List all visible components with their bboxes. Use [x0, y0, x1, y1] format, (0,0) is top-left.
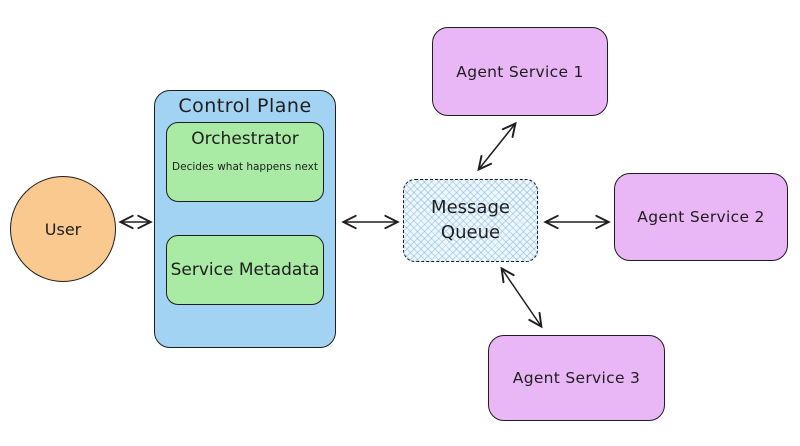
- arrow-message-queue-agent-service-1[interactable]: [479, 124, 515, 169]
- node-service-metadata[interactable]: Service Metadata: [166, 235, 324, 305]
- node-user[interactable]: User: [10, 176, 116, 282]
- node-orchestrator[interactable]: Orchestrator Decides what happens next: [166, 122, 324, 202]
- agent-service-2-label: Agent Service 2: [637, 208, 765, 226]
- node-agent-service-3[interactable]: Agent Service 3: [488, 335, 665, 421]
- node-agent-service-2[interactable]: Agent Service 2: [614, 173, 788, 261]
- agent-service-3-label: Agent Service 3: [512, 369, 641, 387]
- orchestrator-subtitle: Decides what happens next: [172, 161, 318, 173]
- message-queue-label: Message Queue: [431, 197, 510, 243]
- node-message-queue[interactable]: Message Queue: [403, 179, 538, 262]
- agent-service-1-label: Agent Service 1: [456, 62, 584, 81]
- service-metadata-label: Service Metadata: [170, 260, 320, 280]
- node-user-label: User: [44, 219, 82, 239]
- orchestrator-title: Orchestrator: [191, 129, 299, 149]
- node-agent-service-1[interactable]: Agent Service 1: [432, 27, 608, 116]
- control-plane-title: Control Plane: [178, 95, 312, 117]
- arrow-message-queue-agent-service-3[interactable]: [502, 269, 541, 326]
